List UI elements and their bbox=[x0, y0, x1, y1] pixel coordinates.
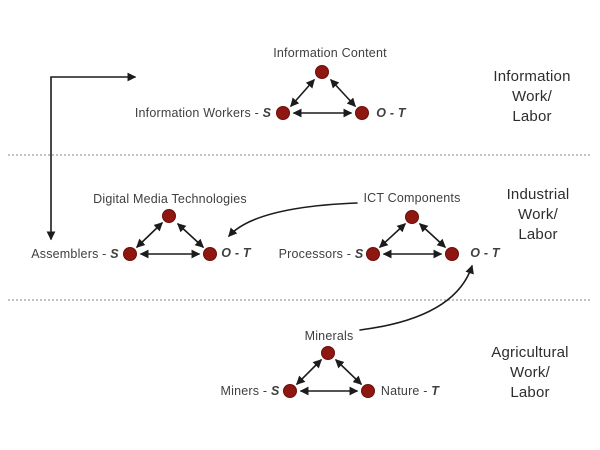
node-digital-media-technologies bbox=[162, 209, 176, 223]
node-information-workers bbox=[276, 106, 290, 120]
node-miners bbox=[283, 384, 297, 398]
section-line: Work/ bbox=[512, 88, 552, 105]
label-text: Information Workers - bbox=[134, 106, 259, 120]
label-processors: Processors - S bbox=[279, 247, 364, 261]
label-digital-media-ot: O - T bbox=[221, 246, 250, 260]
label-ict-ot: O - T bbox=[470, 246, 499, 260]
triangle-ict-components bbox=[366, 210, 459, 261]
tool-letter: T bbox=[427, 384, 440, 398]
title-digital-media-technologies: Digital Media Technologies bbox=[93, 192, 247, 206]
elbow-flow-arrow bbox=[46, 72, 137, 241]
section-label-agricultural-work-labor: Agricultural Work/ Labor bbox=[491, 343, 568, 403]
double-arrow bbox=[177, 223, 204, 248]
double-arrow bbox=[335, 359, 362, 385]
node-minerals bbox=[321, 346, 335, 360]
node-processors bbox=[366, 247, 380, 261]
section-line: Information bbox=[493, 68, 571, 85]
label-text: Processors - bbox=[278, 247, 352, 261]
node-digital-media-ot bbox=[203, 247, 217, 261]
section-label-information-work-labor: Information Work/ Labor bbox=[493, 67, 570, 127]
label-information-ot: O - T bbox=[376, 106, 405, 120]
node-assemblers bbox=[123, 247, 137, 261]
object-tool-letters: O - T bbox=[470, 246, 500, 260]
node-information-ot bbox=[355, 106, 369, 120]
label-nature: Nature - T bbox=[381, 384, 439, 398]
double-arrow bbox=[296, 359, 322, 385]
section-line: Industrial bbox=[506, 186, 570, 203]
label-text: Miners - bbox=[220, 384, 268, 398]
triangle-digital-media-technologies bbox=[123, 209, 217, 261]
object-tool-letters: O - T bbox=[376, 106, 406, 120]
title-information-content: Information Content bbox=[273, 46, 387, 60]
label-miners: Miners - S bbox=[221, 384, 280, 398]
section-line: Labor bbox=[512, 108, 552, 125]
node-ict-ot bbox=[445, 247, 459, 261]
node-ict-components bbox=[405, 210, 419, 224]
triangle-minerals bbox=[283, 346, 375, 398]
title-minerals: Minerals bbox=[304, 329, 354, 343]
flow-arrow-minerals-to-ict bbox=[359, 264, 474, 331]
title-ict-components: ICT Components bbox=[363, 191, 461, 205]
label-text: Nature - bbox=[380, 384, 428, 398]
subject-letter: S bbox=[106, 247, 119, 261]
flow-arrow-ict-to-digital-media bbox=[228, 202, 358, 237]
section-line: Work/ bbox=[518, 206, 558, 223]
section-line: Labor bbox=[518, 226, 558, 243]
tier-separator-information-industrial bbox=[8, 154, 590, 156]
section-line: Labor bbox=[510, 384, 550, 401]
tier-separator-industrial-agricultural bbox=[8, 299, 590, 301]
double-arrow bbox=[136, 222, 163, 248]
node-nature bbox=[361, 384, 375, 398]
double-arrow bbox=[290, 79, 315, 107]
section-label-industrial-work-labor: Industrial Work/ Labor bbox=[507, 185, 570, 245]
subject-letter: S bbox=[351, 247, 364, 261]
subject-letter: S bbox=[258, 106, 272, 120]
triangle-information-content bbox=[276, 65, 369, 120]
node-information-content bbox=[315, 65, 329, 79]
double-arrow bbox=[419, 223, 446, 248]
double-arrow bbox=[330, 79, 356, 107]
label-text: Assemblers - bbox=[31, 247, 107, 261]
section-line: Agricultural bbox=[491, 344, 569, 361]
section-line: Work/ bbox=[510, 364, 550, 381]
double-arrow bbox=[379, 223, 406, 248]
label-information-workers: Information Workers - S bbox=[135, 106, 271, 120]
label-assemblers: Assemblers - S bbox=[31, 247, 119, 261]
object-tool-letters: O - T bbox=[221, 246, 251, 260]
subject-letter: S bbox=[267, 384, 280, 398]
